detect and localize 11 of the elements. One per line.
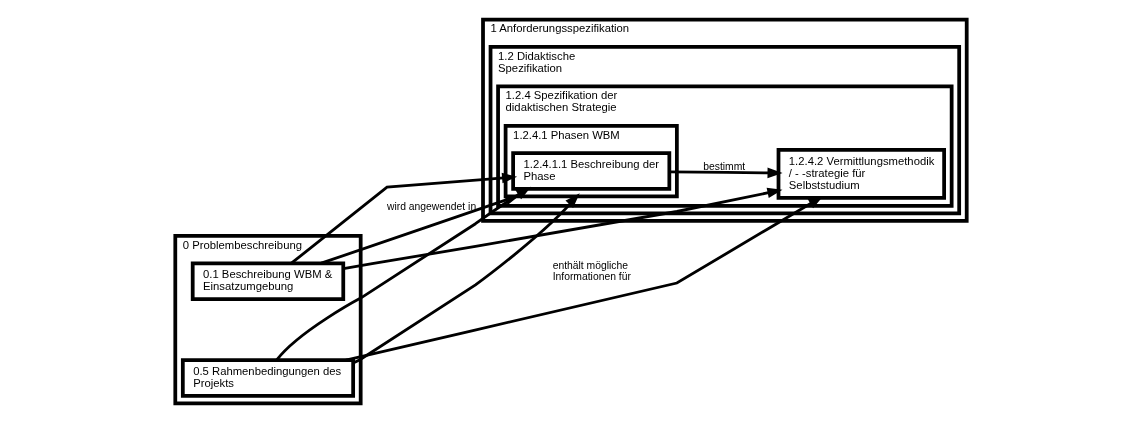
arrow: [668, 167, 783, 179]
edge-label: wird angewendet in: [386, 201, 476, 213]
arrow: [342, 187, 782, 270]
node-box: 0.1 Beschreibung WBM & Einsatzumgebung: [190, 261, 345, 301]
node-box: 0.5 Rahmenbedingungen des Projekts: [180, 358, 355, 398]
arrow: [290, 172, 517, 265]
edge-label: bestimmt: [702, 160, 745, 172]
node-box: 1.2.4.2 Vermittlungsmethodik / - -strategie für Selbststudium: [776, 148, 946, 200]
node-box: 1.2.4.1.1 Beschreibung der Phase: [510, 151, 671, 191]
arrow: [275, 186, 531, 361]
edge-label: enthält mögliche Informationen für: [552, 259, 631, 283]
